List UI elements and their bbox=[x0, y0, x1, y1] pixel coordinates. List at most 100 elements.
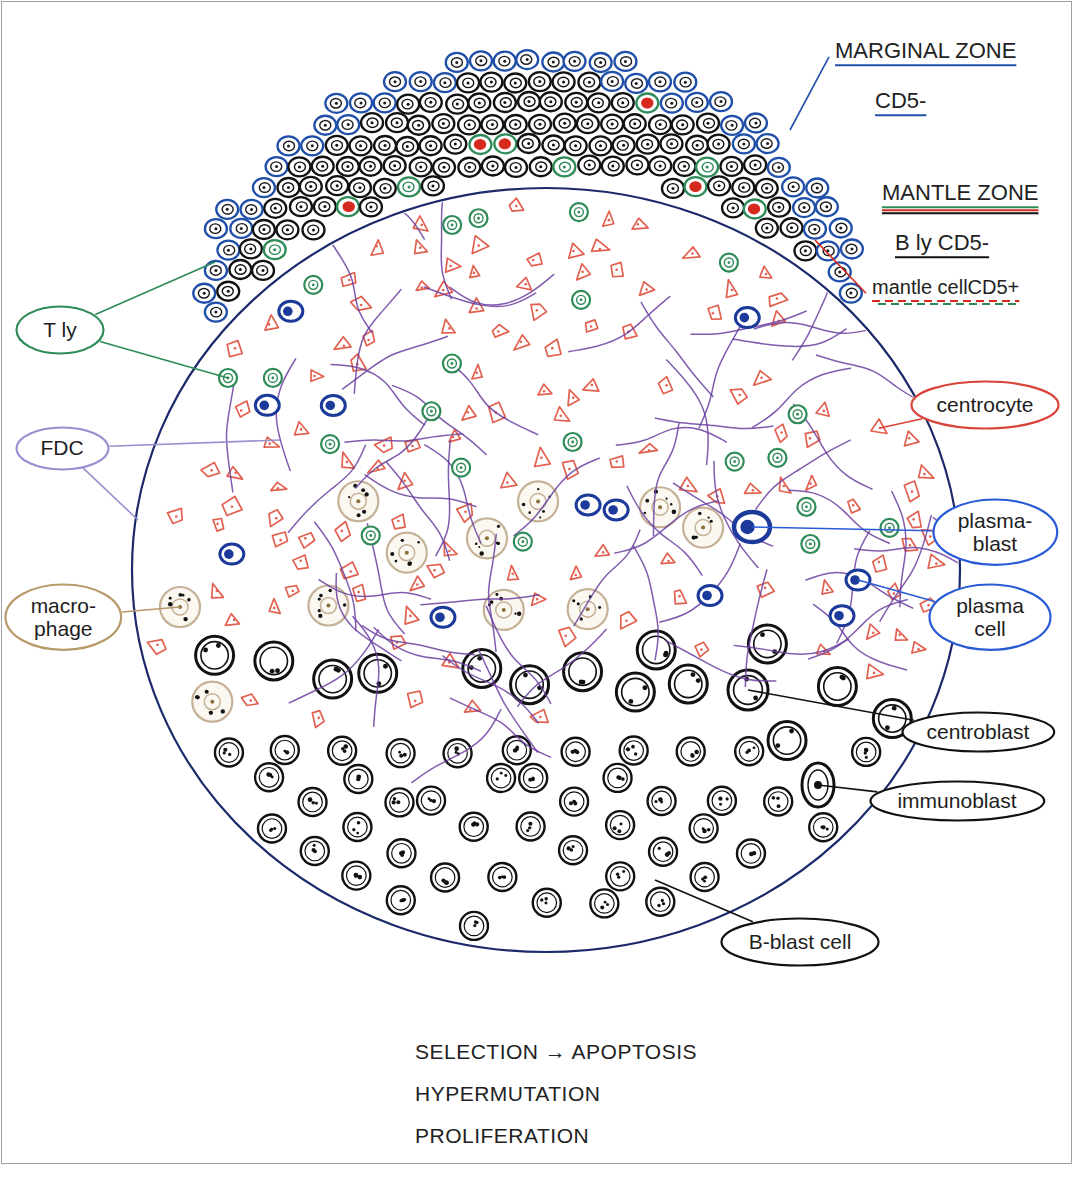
nucleolus bbox=[359, 144, 362, 147]
centrocyte-cell bbox=[416, 281, 429, 290]
nucleolus bbox=[369, 165, 372, 168]
cell-outline bbox=[535, 447, 551, 466]
cell-membrane bbox=[518, 92, 540, 111]
cell-nucleus bbox=[740, 313, 750, 323]
leader-line bbox=[858, 580, 935, 602]
cell-nucleus bbox=[510, 120, 521, 130]
centrocyte-cell bbox=[508, 565, 519, 579]
centrocyte-cell bbox=[295, 422, 309, 435]
nucleolus bbox=[850, 247, 853, 250]
cell-outline bbox=[708, 305, 721, 319]
cell-nucleus bbox=[678, 162, 689, 172]
cell-membrane bbox=[756, 179, 778, 198]
cell-outline bbox=[371, 240, 383, 255]
lymphocyte bbox=[326, 136, 348, 155]
cell-nucleus bbox=[331, 181, 342, 191]
lymphocyte bbox=[481, 115, 503, 134]
lymphocyte bbox=[662, 179, 684, 198]
cell-outline bbox=[335, 522, 350, 542]
cell-nucleus bbox=[487, 120, 498, 130]
lymphocyte bbox=[494, 52, 516, 71]
fdc-dendrite bbox=[342, 336, 448, 389]
b-blast-cell bbox=[517, 812, 545, 840]
cell-nucleus bbox=[813, 818, 833, 838]
lymphocyte bbox=[360, 197, 382, 216]
centrocyte-cell bbox=[775, 424, 787, 442]
b-blast-cell bbox=[735, 737, 763, 765]
centrocyte-cell bbox=[592, 239, 610, 251]
underline bbox=[882, 212, 1038, 214]
tingible-body bbox=[221, 709, 225, 713]
cell-nucleus bbox=[222, 286, 233, 296]
nucleolus bbox=[475, 307, 478, 310]
tingible-body bbox=[417, 541, 420, 544]
cell-nucleus bbox=[259, 767, 279, 787]
cell-nucleus bbox=[703, 118, 714, 128]
nucleolus bbox=[250, 208, 253, 211]
nucleolus bbox=[590, 325, 593, 328]
nucleolus bbox=[765, 187, 768, 190]
chromatin bbox=[454, 746, 459, 751]
nucleolus bbox=[321, 165, 324, 168]
lymphocyte bbox=[504, 73, 526, 92]
cell-membrane bbox=[444, 135, 466, 154]
follicle-cells bbox=[147, 198, 944, 940]
b-blast-cell bbox=[809, 813, 837, 841]
chromatin bbox=[820, 825, 823, 828]
nucleolus bbox=[240, 227, 243, 230]
cell-membrane bbox=[804, 220, 826, 239]
lymphocyte bbox=[301, 136, 323, 155]
cell-membrane bbox=[321, 435, 339, 453]
lymphocyte bbox=[625, 74, 647, 93]
nucleolus bbox=[521, 540, 524, 543]
cell-nucleus bbox=[799, 203, 810, 213]
lymphocyte bbox=[433, 158, 455, 177]
cell-outline bbox=[873, 555, 887, 572]
nucleolus bbox=[538, 80, 541, 83]
cell-membrane bbox=[624, 114, 646, 133]
chromatin bbox=[357, 778, 360, 781]
cell-membrane bbox=[674, 73, 696, 92]
nucleolus bbox=[849, 292, 852, 295]
cell-nucleus bbox=[476, 56, 487, 65]
lymphocyte bbox=[649, 115, 671, 134]
cell-membrane bbox=[422, 176, 444, 195]
label-ellipse: centrocyte bbox=[910, 380, 1060, 430]
cell-membrane bbox=[387, 839, 415, 867]
lymphocyte bbox=[626, 155, 648, 174]
centrocyte-cell bbox=[147, 640, 166, 655]
nucleolus bbox=[273, 248, 276, 251]
cell-outline bbox=[269, 510, 283, 527]
nucleolus bbox=[287, 144, 290, 147]
chromatin bbox=[475, 921, 479, 925]
fdc-dendrite bbox=[386, 462, 450, 561]
cell-outline bbox=[446, 258, 461, 272]
nucleolus bbox=[927, 604, 930, 607]
cell-nucleus bbox=[582, 119, 593, 129]
cell-membrane bbox=[457, 73, 479, 92]
chromatin bbox=[657, 904, 661, 908]
cell-membrane bbox=[672, 115, 694, 134]
lymphocyte bbox=[565, 136, 587, 155]
cell-membrane bbox=[420, 93, 442, 112]
chromatin bbox=[694, 750, 699, 755]
lymphocyte bbox=[601, 115, 623, 134]
cell-membrane bbox=[337, 115, 359, 134]
nucleolus bbox=[664, 651, 669, 656]
centrocyte-cell bbox=[489, 402, 506, 422]
nucleolus bbox=[300, 428, 303, 431]
centrocyte-cell bbox=[342, 452, 354, 468]
lymphocyte bbox=[542, 53, 564, 72]
fdc-dendrite bbox=[699, 319, 745, 429]
nucleolus bbox=[349, 570, 352, 573]
nucleolus bbox=[216, 523, 219, 526]
label-ellipse: plasma cell bbox=[928, 583, 1052, 651]
nucleolus bbox=[778, 206, 781, 209]
cell-nucleus bbox=[309, 280, 318, 289]
nucleolus bbox=[898, 633, 901, 636]
fdc-dendrite bbox=[616, 427, 727, 445]
ellipse-border bbox=[933, 499, 1057, 564]
nucleolus bbox=[455, 61, 458, 64]
nucleolus bbox=[540, 457, 543, 460]
nucleolus bbox=[648, 449, 651, 452]
